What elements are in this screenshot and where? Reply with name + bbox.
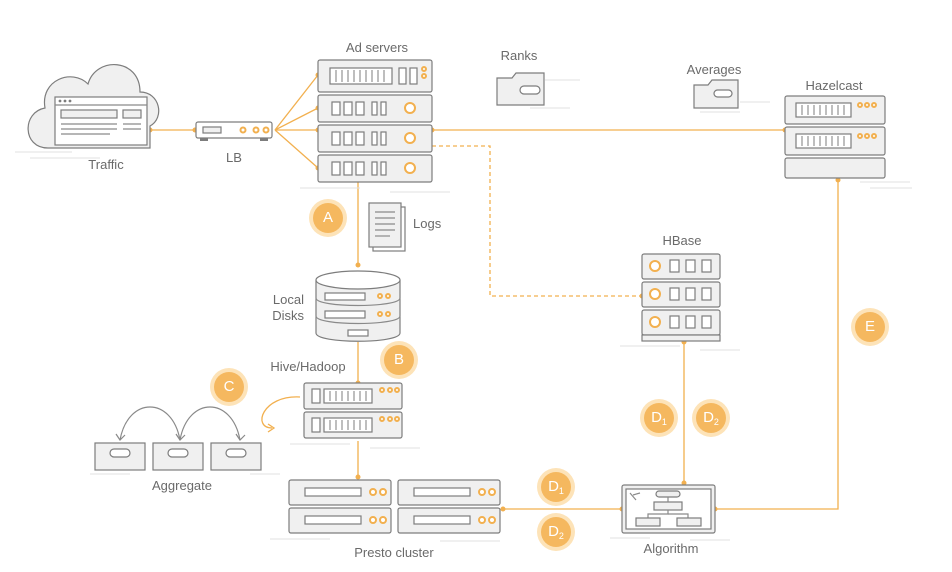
step-badge-b: B	[384, 345, 414, 375]
server-unit	[397, 479, 501, 506]
lb-label: LB	[226, 150, 242, 165]
ad-servers-stack	[300, 59, 450, 193]
server-unit	[288, 479, 392, 506]
averages-label: Averages	[686, 62, 742, 77]
badge-letter: D	[703, 409, 714, 426]
local-disks-label-line2: Disks	[272, 308, 304, 323]
hbase-label: HBase	[662, 233, 702, 248]
step-badge-e: E	[855, 312, 885, 342]
drawer-icon	[94, 442, 146, 471]
hazelcast-stack	[784, 95, 912, 189]
step-badge-a: A	[313, 203, 343, 233]
load-balancer-icon	[195, 121, 273, 141]
aggregate-group	[90, 406, 280, 475]
ranks-label: Ranks	[500, 48, 538, 63]
badge-subscript: 1	[558, 486, 564, 496]
server-unit	[317, 124, 433, 153]
drawer-icon	[210, 442, 262, 471]
server-unit	[288, 507, 392, 534]
database-disk-icon	[315, 270, 401, 342]
hive-hadoop-label: Hive/Hadoop	[270, 359, 346, 374]
step-badge-d2-presto: D2	[541, 517, 571, 547]
ad-servers-label: Ad servers	[345, 40, 409, 55]
hive-hadoop-stack	[267, 382, 420, 449]
local-disks-label-line1: Local	[272, 292, 304, 307]
step-badge-d1-hbase: D1	[644, 403, 674, 433]
step-badge-d2-hbase: D2	[696, 403, 726, 433]
algorithm-label: Algorithm	[643, 541, 699, 556]
hbase-stack	[620, 253, 740, 351]
server-unit	[317, 154, 433, 183]
badge-letter: D	[548, 478, 559, 495]
folder-icon	[693, 79, 770, 113]
hazelcast-label: Hazelcast	[805, 78, 863, 93]
badge-subscript: 1	[661, 417, 667, 427]
server-unit	[397, 507, 501, 534]
step-badge-c: C	[214, 372, 244, 402]
traffic-label: Traffic	[88, 157, 124, 172]
badge-subscript: 2	[558, 531, 564, 541]
traffic-node	[15, 64, 160, 159]
server-unit	[317, 94, 433, 123]
document-icon	[368, 202, 406, 252]
flowchart-icon	[610, 484, 730, 541]
logs-label: Logs	[413, 216, 442, 231]
aggregate-label: Aggregate	[152, 478, 212, 493]
connections	[150, 74, 839, 510]
badge-letter: D	[651, 409, 662, 426]
drawer-icon	[152, 442, 204, 471]
step-badge-d1-presto: D1	[541, 472, 571, 502]
presto-cluster	[270, 479, 501, 542]
badge-subscript: 2	[713, 417, 719, 427]
folder-icon	[496, 72, 580, 109]
browser-window-icon	[54, 96, 148, 146]
presto-cluster-label: Presto cluster	[354, 545, 434, 560]
badge-letter: D	[548, 523, 559, 540]
